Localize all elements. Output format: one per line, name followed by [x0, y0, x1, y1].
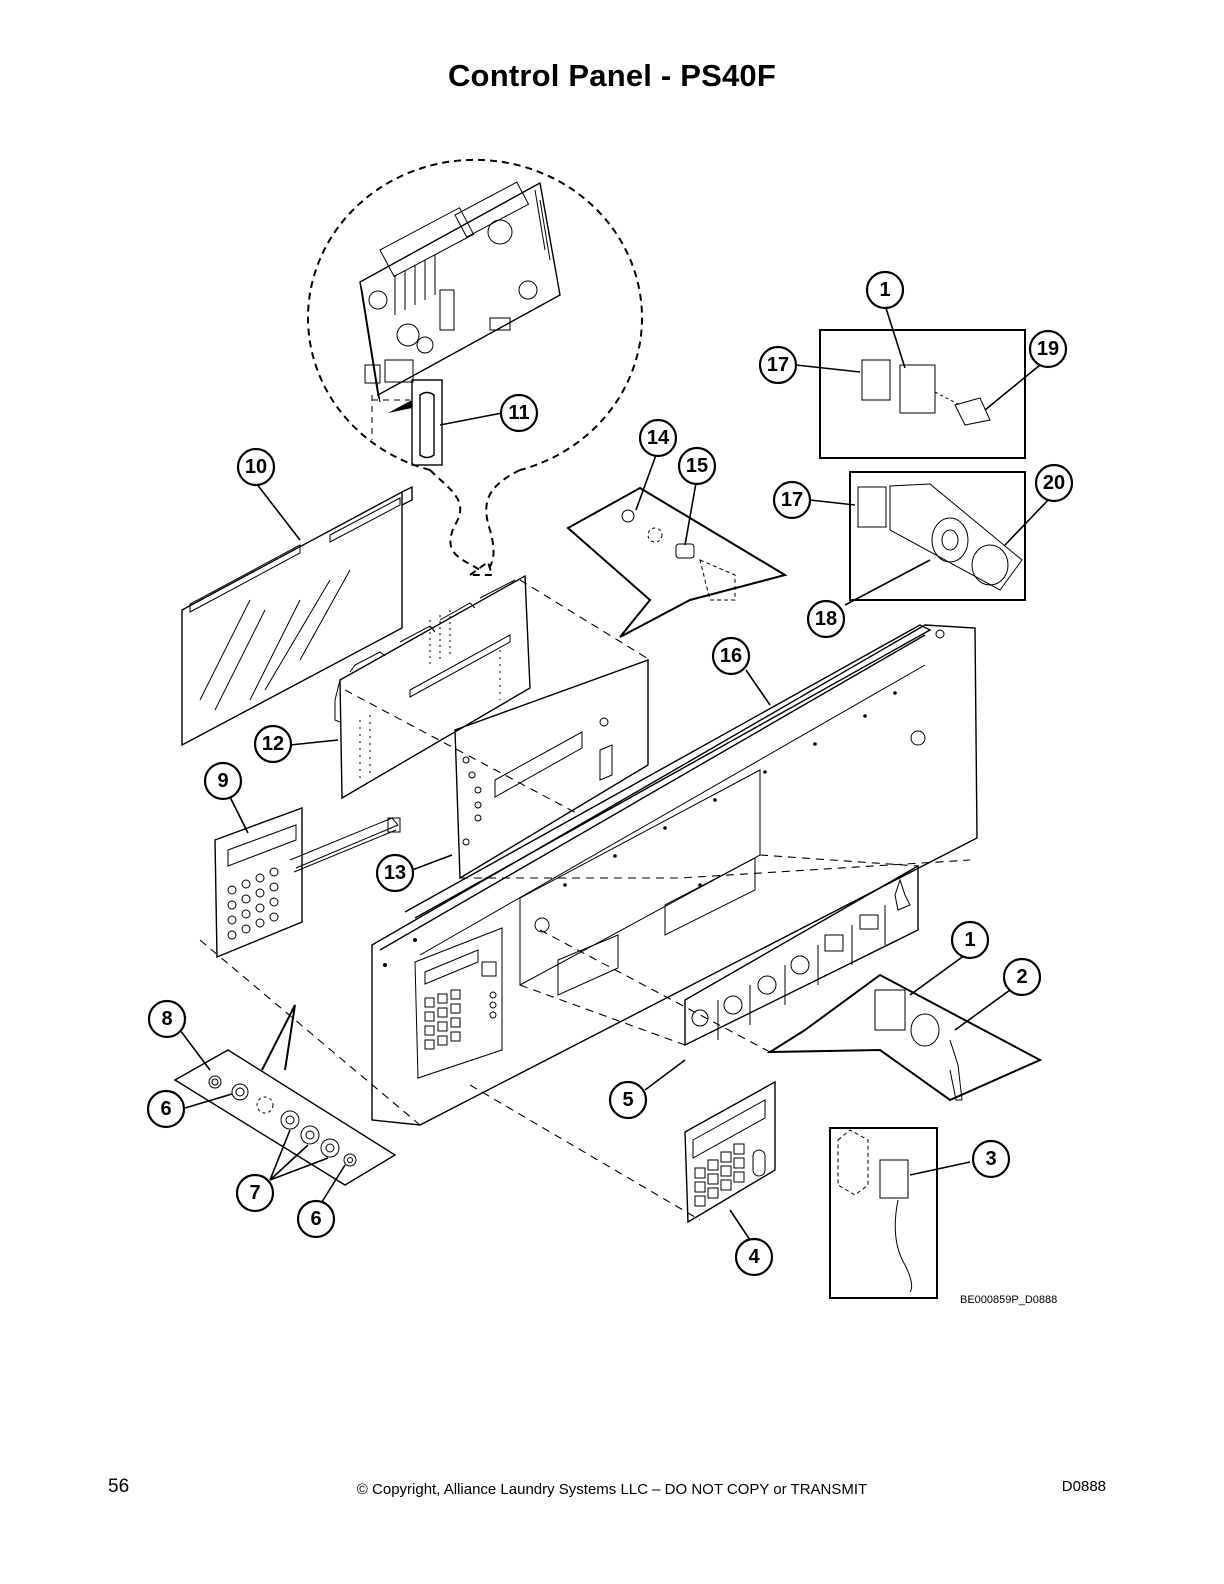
callout-12: 12 [253, 724, 293, 764]
svg-text:10: 10 [245, 456, 267, 478]
svg-text:17: 17 [767, 354, 789, 376]
callout-14: 14 [638, 418, 678, 458]
svg-text:15: 15 [686, 455, 708, 477]
key-switch-detail [766, 973, 1043, 1102]
display-board [334, 574, 531, 800]
board-standoff-detail [371, 379, 443, 466]
document-id: D0888 [1061, 1478, 1106, 1495]
alignment-lines [199, 579, 971, 1221]
svg-text:8: 8 [161, 1008, 172, 1030]
board-detail-circle [307, 158, 643, 576]
callout-2: 2 [1002, 957, 1042, 997]
callout-19: 19 [1028, 329, 1068, 369]
callout-15: 15 [677, 446, 717, 486]
board-support-bracket [454, 659, 649, 880]
decal-strip [684, 864, 919, 1047]
svg-text:4: 4 [748, 1246, 760, 1268]
callout-1-keyswitch: 1 [950, 920, 990, 960]
callout-6-lower: 6 [296, 1199, 336, 1239]
drawing-code: BE000859P_D0888 [960, 1294, 1058, 1306]
callout-13: 13 [375, 853, 415, 893]
callout-3: 3 [971, 1139, 1011, 1179]
svg-text:16: 16 [720, 645, 742, 667]
svg-text:17: 17 [781, 489, 803, 511]
keypad-circuit-board [214, 806, 401, 959]
main-control-board [359, 181, 561, 403]
svg-text:20: 20 [1043, 472, 1065, 494]
page-title: Control Panel - PS40F [447, 58, 777, 93]
svg-text:5: 5 [622, 1089, 633, 1111]
sensor-detail [829, 1127, 938, 1299]
copyright-notice: © Copyright, Alliance Laundry Systems LL… [356, 1481, 868, 1498]
svg-text:19: 19 [1037, 338, 1059, 360]
hardware-detail [173, 1004, 397, 1186]
callout-11: 11 [499, 393, 539, 433]
page-number: 56 [108, 1476, 130, 1497]
svg-text:1: 1 [964, 929, 975, 951]
svg-text:2: 2 [1016, 966, 1027, 988]
svg-text:13: 13 [384, 862, 406, 884]
callout-4: 4 [734, 1237, 774, 1277]
svg-text:1: 1 [879, 279, 890, 301]
callout-17-estop: 17 [772, 480, 812, 520]
svg-text:3: 3 [985, 1148, 996, 1170]
svg-text:18: 18 [815, 608, 837, 630]
svg-text:11: 11 [508, 402, 529, 424]
callout-10: 10 [236, 447, 276, 487]
svg-text:14: 14 [647, 427, 670, 449]
keypad-overlay [684, 1080, 776, 1224]
callout-1-selector: 1 [865, 270, 905, 310]
control-panel-housing [371, 624, 978, 1126]
svg-text:7: 7 [249, 1182, 260, 1204]
overlay-glass-panel [181, 485, 413, 747]
callout-20: 20 [1034, 463, 1074, 503]
callout-7: 7 [235, 1173, 275, 1213]
callout-8: 8 [147, 999, 187, 1039]
emergency-stop-box [849, 471, 1026, 601]
callout-16: 16 [711, 636, 751, 676]
svg-text:9: 9 [217, 770, 228, 792]
callout-5: 5 [608, 1080, 648, 1120]
switch-spacer-detail [566, 486, 788, 638]
selector-switch-box [819, 329, 1026, 459]
callout-18: 18 [806, 599, 846, 639]
svg-text:12: 12 [262, 733, 284, 755]
svg-text:6: 6 [160, 1098, 171, 1120]
callout-9: 9 [203, 761, 243, 801]
leader-lines [179, 304, 1051, 1241]
svg-text:6: 6 [310, 1208, 321, 1230]
callout-6-upper: 6 [146, 1089, 186, 1129]
callout-17-selector: 17 [758, 345, 798, 385]
